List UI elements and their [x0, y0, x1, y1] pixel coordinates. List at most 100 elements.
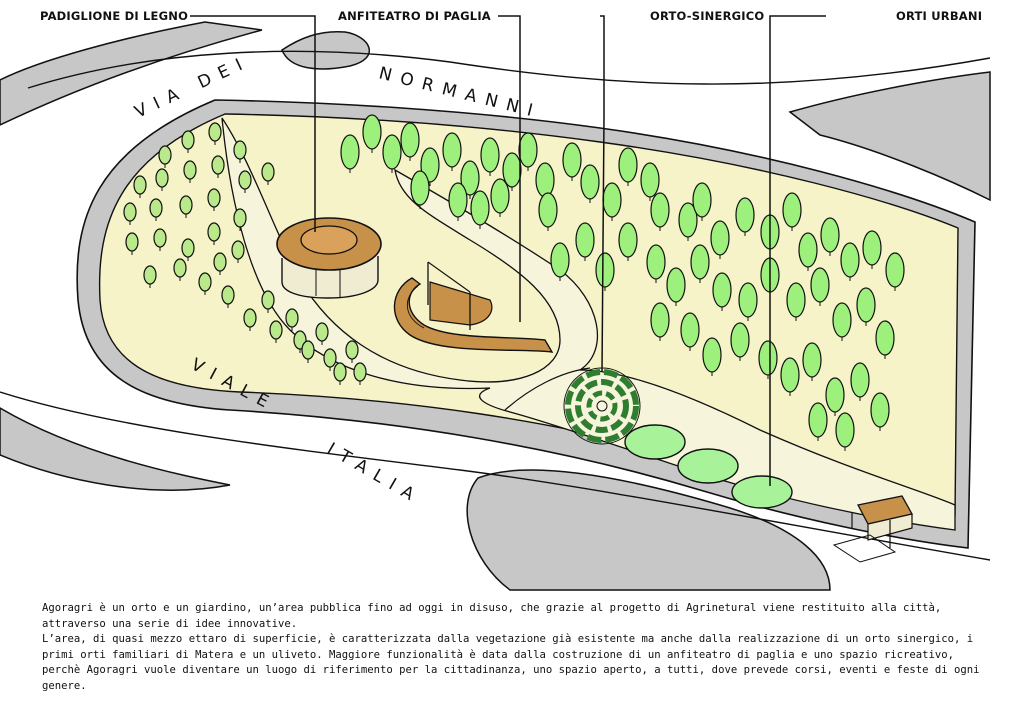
tree-icon	[158, 145, 172, 165]
tree-icon	[181, 238, 195, 258]
description-paragraph-1: Agoragri è un orto e un giardino, un’are…	[42, 602, 942, 630]
tree-icon	[301, 340, 315, 360]
tree-icon	[243, 308, 257, 328]
tree-icon	[269, 320, 283, 340]
tree-icon	[133, 175, 147, 195]
tree-icon	[575, 222, 595, 258]
park-map: VIA DEI NORMANNI VIALE ITALIA	[0, 15, 991, 591]
tree-icon	[618, 147, 638, 183]
tree-icon	[646, 244, 666, 280]
tree-icon	[315, 322, 329, 342]
tree-icon	[362, 114, 382, 150]
tree-icon	[650, 192, 670, 228]
tree-icon	[233, 140, 247, 160]
street-italia: ITALIA	[324, 439, 426, 509]
tree-icon	[710, 220, 730, 256]
tree-icon	[490, 178, 510, 214]
label-anfiteatro: ANFITEATRO DI PAGLIA	[338, 9, 491, 23]
label-orti-urbani: ORTI URBANI	[896, 9, 983, 23]
tree-icon	[400, 122, 420, 158]
connector-path	[504, 367, 591, 411]
tree-icon	[323, 348, 337, 368]
tree-icon	[149, 198, 163, 218]
urban-garden-plot-icon	[677, 448, 739, 484]
tree-icon	[233, 208, 247, 228]
tree-icon	[333, 362, 347, 382]
tree-icon	[518, 132, 538, 168]
tree-icon	[535, 162, 555, 198]
road-top-left	[0, 21, 263, 126]
park-diagram: VIA DEI NORMANNI VIALE ITALIA PADIGLIONE…	[0, 9, 991, 591]
tree-icon	[125, 232, 139, 252]
tree-icon	[480, 137, 500, 173]
road-bottom-right	[466, 469, 831, 591]
tree-icon	[825, 377, 845, 413]
tree-icon	[345, 340, 359, 360]
tree-icon	[595, 252, 615, 288]
tree-icon	[782, 192, 802, 228]
tree-icon	[382, 134, 402, 170]
road-right	[788, 71, 991, 202]
tree-icon	[211, 155, 225, 175]
tree-icon	[712, 272, 732, 308]
tree-icon	[221, 285, 235, 305]
tree-icon	[808, 402, 828, 438]
tree-icon	[181, 130, 195, 150]
tree-icon	[470, 190, 490, 226]
tree-icon	[786, 282, 806, 318]
tree-icon	[173, 258, 187, 278]
tree-icon	[261, 162, 275, 182]
tree-icon	[856, 287, 876, 323]
inner-path	[221, 117, 956, 531]
tree-icon	[153, 228, 167, 248]
road-bottom-left	[0, 407, 231, 491]
urban-garden-plot-icon	[624, 424, 686, 460]
bench-icon	[832, 495, 913, 563]
tree-icon	[602, 182, 622, 218]
tree-icon	[820, 217, 840, 253]
urban-garden-plots	[624, 424, 793, 509]
tree-icon	[810, 267, 830, 303]
tree-icon	[870, 392, 890, 428]
tree-icon	[538, 192, 558, 228]
label-padiglione: PADIGLIONE DI LEGNO	[40, 9, 189, 23]
tree-icon	[832, 302, 852, 338]
tree-icon	[802, 342, 822, 378]
straw-amphitheatre-icon	[393, 261, 554, 353]
tree-icon	[179, 195, 193, 215]
tree-group	[123, 114, 905, 451]
tree-icon	[448, 182, 468, 218]
tree-icon	[550, 242, 570, 278]
tree-icon	[410, 170, 430, 206]
tree-icon	[213, 252, 227, 272]
tree-icon	[735, 197, 755, 233]
tree-icon	[692, 182, 712, 218]
tree-icon	[840, 242, 860, 278]
tree-icon	[207, 188, 221, 208]
urban-garden-plot-icon	[731, 475, 793, 509]
tree-icon	[580, 164, 600, 200]
tree-icon	[208, 122, 222, 142]
tree-icon	[442, 132, 462, 168]
description-paragraph-2: L’area, di quasi mezzo ettaro di superfi…	[42, 633, 980, 692]
tree-icon	[183, 160, 197, 180]
tree-icon	[640, 162, 660, 198]
tree-icon	[562, 142, 582, 178]
tree-icon	[353, 362, 367, 382]
tree-icon	[835, 412, 855, 448]
tree-icon	[650, 302, 670, 338]
tree-icon	[850, 362, 870, 398]
tree-icon	[666, 267, 686, 303]
tree-icon	[231, 240, 245, 260]
tree-icon	[155, 168, 169, 188]
street-edge-top	[27, 50, 991, 89]
tree-icon	[885, 252, 905, 288]
tree-icon	[875, 320, 895, 356]
leader-lines	[190, 15, 826, 486]
tree-icon	[730, 322, 750, 358]
tree-icon	[680, 312, 700, 348]
road-top-right	[281, 30, 371, 70]
tree-icon	[143, 265, 157, 285]
tree-icon	[285, 308, 299, 328]
tree-icon	[340, 134, 360, 170]
